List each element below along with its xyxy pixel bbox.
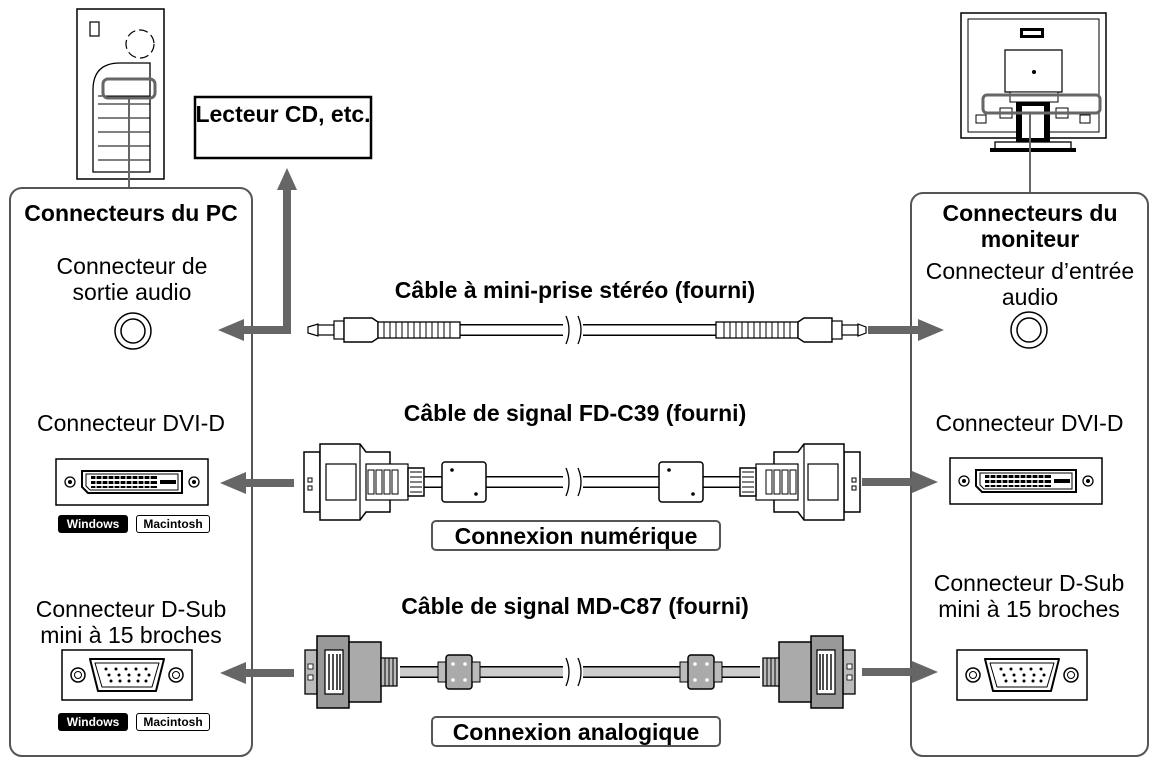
cd-drive-label: Lecteur CD, etc. xyxy=(195,101,371,127)
monitor-audio-in-label: Connecteur d’entrée audio xyxy=(925,258,1135,310)
monitor-dsub-port xyxy=(956,649,1088,701)
dvi-cable-label: Câble de signal FD-C39 (fourni) xyxy=(403,400,747,426)
pc-dvi-label: Connecteur DVI-D xyxy=(37,410,225,436)
digital-connection-label: Connexion numérique xyxy=(431,520,721,551)
pc-dsub-port xyxy=(61,649,193,701)
dvi-cable xyxy=(303,443,861,521)
pc-audio-jack xyxy=(114,312,152,350)
arrows xyxy=(218,168,944,684)
audio-cable xyxy=(307,315,867,345)
pc-audio-out-label: Connecteur de sortie audio xyxy=(56,253,208,305)
vga-cable-label: Câble de signal MD-C87 (fourni) xyxy=(401,593,749,619)
windows-badge-dsub: Windows xyxy=(58,713,128,731)
monitor-audio-jack xyxy=(1010,311,1048,349)
macintosh-badge-dvi: Macintosh xyxy=(136,515,210,533)
macintosh-badge-dsub: Macintosh xyxy=(136,713,210,731)
cd-drive-box xyxy=(193,95,373,160)
analog-connection-label: Connexion analogique xyxy=(431,716,721,747)
pc-tower-illustration xyxy=(76,8,165,188)
monitor-dvi-label: Connecteur DVI-D xyxy=(935,410,1124,436)
monitor-box-title: Connecteurs du moniteur xyxy=(942,200,1118,252)
monitor-rear-illustration xyxy=(960,12,1107,193)
pc-dsub-label: Connecteur D-Sub mini à 15 broches xyxy=(35,596,227,648)
windows-badge-dvi: Windows xyxy=(58,515,128,533)
pc-box-title: Connecteurs du PC xyxy=(24,200,238,226)
monitor-dsub-label: Connecteur D-Sub mini à 15 broches xyxy=(933,570,1125,622)
audio-cable-label: Câble à mini-prise stéréo (fourni) xyxy=(394,277,756,303)
pc-dvi-port xyxy=(55,458,209,506)
vga-cable xyxy=(304,635,856,709)
monitor-dvi-port xyxy=(949,457,1103,505)
